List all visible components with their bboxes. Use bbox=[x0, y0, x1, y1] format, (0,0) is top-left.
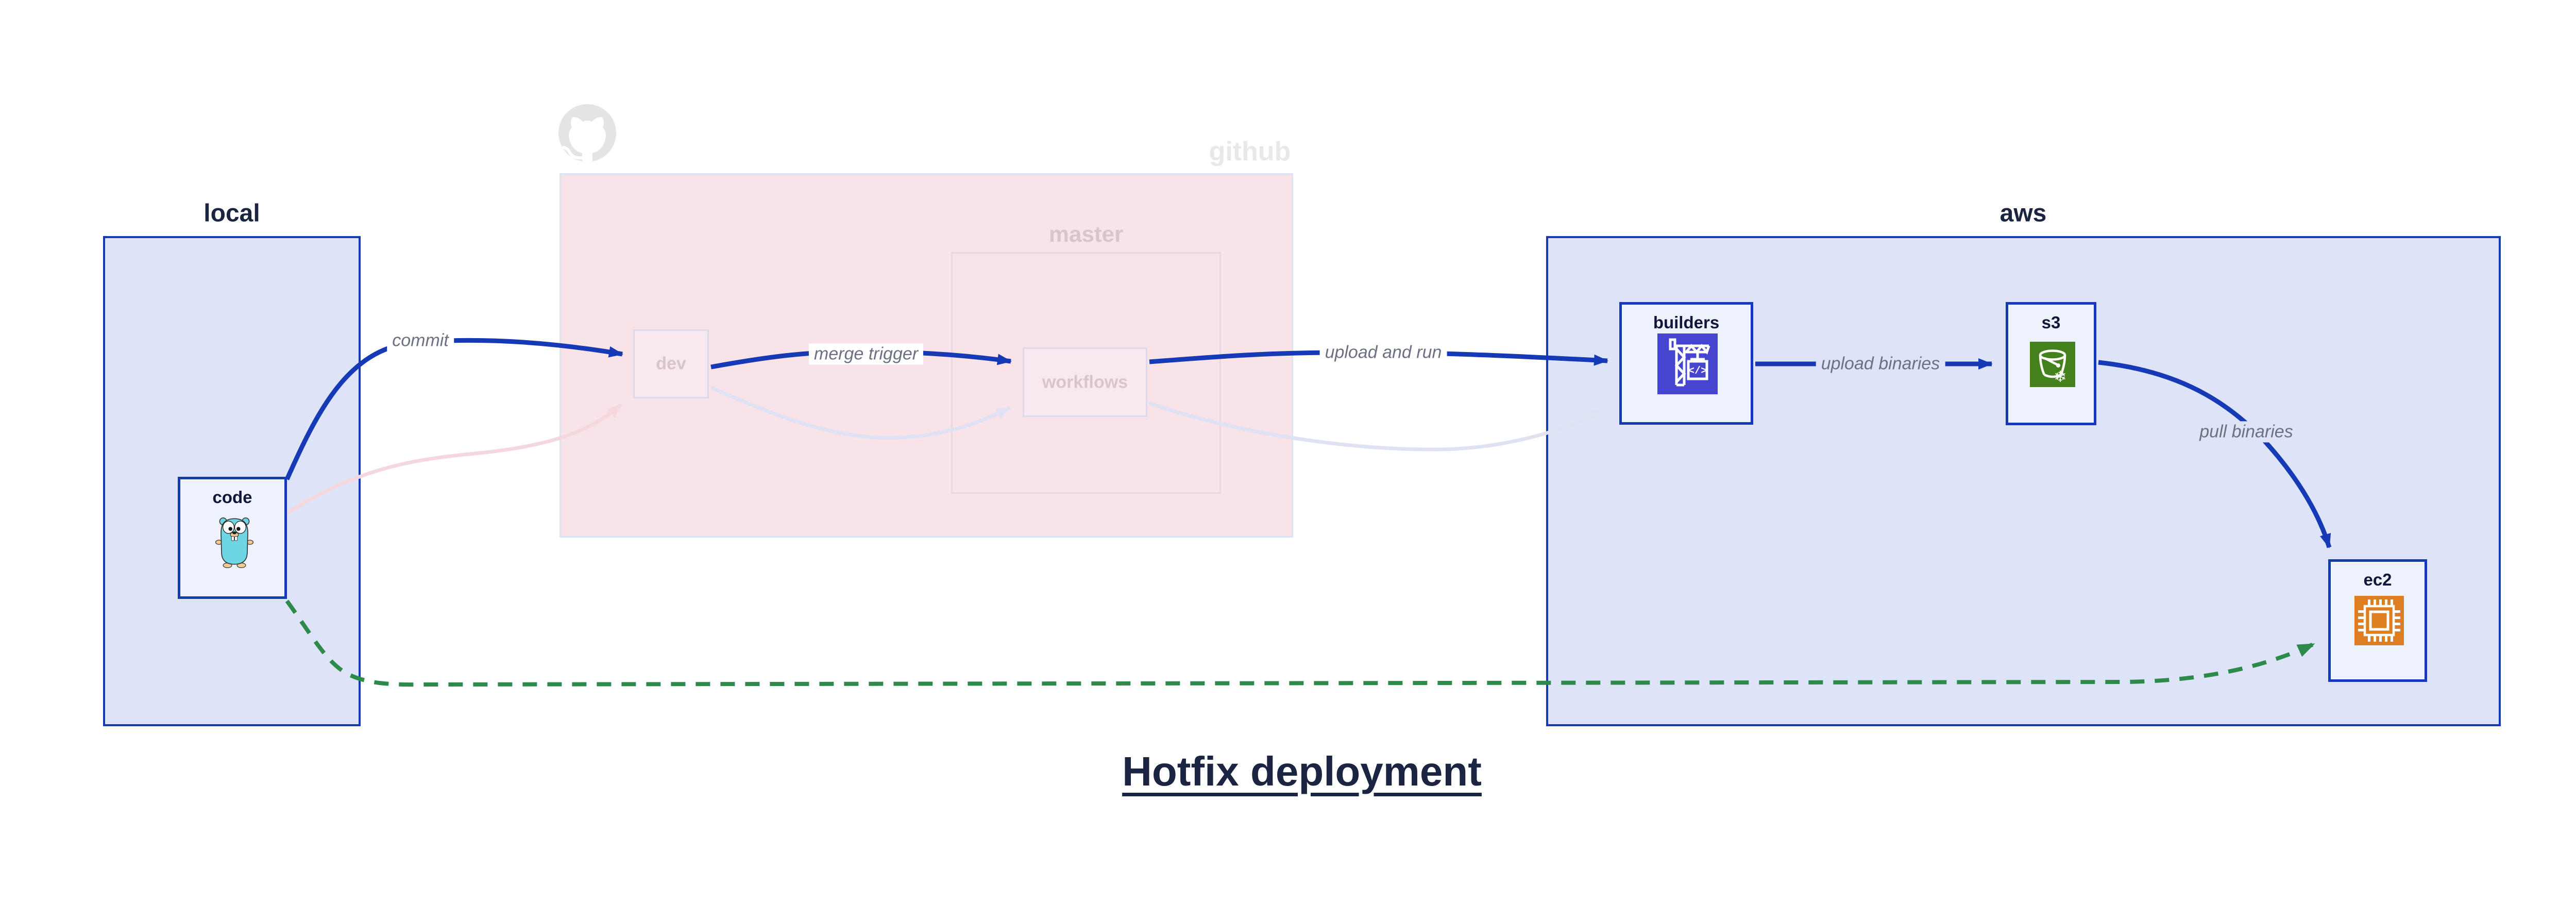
edge-label-merge-trigger: merge trigger bbox=[808, 343, 924, 365]
node-builders-label: builders bbox=[1653, 313, 1720, 332]
faded-edge-code-to-dev bbox=[286, 403, 622, 514]
node-code-label: code bbox=[212, 488, 252, 507]
github-container-label: github bbox=[1209, 137, 1291, 166]
node-ec2: ec2 bbox=[2328, 559, 2427, 682]
node-workflows-label: workflows bbox=[1042, 372, 1128, 392]
github-octocat-icon bbox=[558, 104, 616, 164]
node-ec2-label: ec2 bbox=[2363, 570, 2392, 589]
edge-label-upload-and-run: upload and run bbox=[1319, 342, 1447, 363]
master-branch-box bbox=[951, 252, 1221, 494]
s3-snowflake-glyph: ❄ bbox=[2054, 368, 2066, 386]
node-s3-label: s3 bbox=[2041, 313, 2061, 332]
node-workflows: workflows bbox=[1023, 347, 1147, 417]
edge-commit bbox=[284, 338, 623, 480]
edge-label-commit: commit bbox=[387, 330, 454, 352]
faded-edge-dev-to-workflows bbox=[710, 386, 1011, 440]
node-dev-label: dev bbox=[656, 354, 686, 374]
aws-container-label: aws bbox=[1999, 199, 2047, 227]
edge-hotfix-dashed bbox=[285, 599, 2315, 687]
s3-glacier-bucket-icon: ❄ bbox=[2030, 342, 2075, 387]
codebuild-code-glyph: </> bbox=[1688, 365, 1707, 377]
node-s3: s3 ❄ bbox=[2006, 302, 2096, 425]
node-dev-branch: dev bbox=[633, 329, 709, 398]
diagram-title: Hotfix deployment bbox=[1122, 748, 1482, 794]
ec2-chip-icon bbox=[2354, 596, 2404, 645]
edge-label-pull-binaries: pull binaries bbox=[2194, 421, 2298, 443]
edge-pull-binaries bbox=[2098, 360, 2332, 548]
master-branch-label: master bbox=[1048, 222, 1124, 247]
edge-label-upload-binaries: upload binaries bbox=[1816, 353, 1945, 375]
go-gopher-icon bbox=[215, 517, 254, 568]
node-code: code bbox=[178, 477, 287, 599]
node-builders: builders </> bbox=[1619, 302, 1753, 425]
local-container-label: local bbox=[204, 199, 260, 227]
codebuild-crane-icon: </> bbox=[1657, 333, 1718, 394]
faded-edge-workflows-to-builders bbox=[1148, 401, 1606, 452]
